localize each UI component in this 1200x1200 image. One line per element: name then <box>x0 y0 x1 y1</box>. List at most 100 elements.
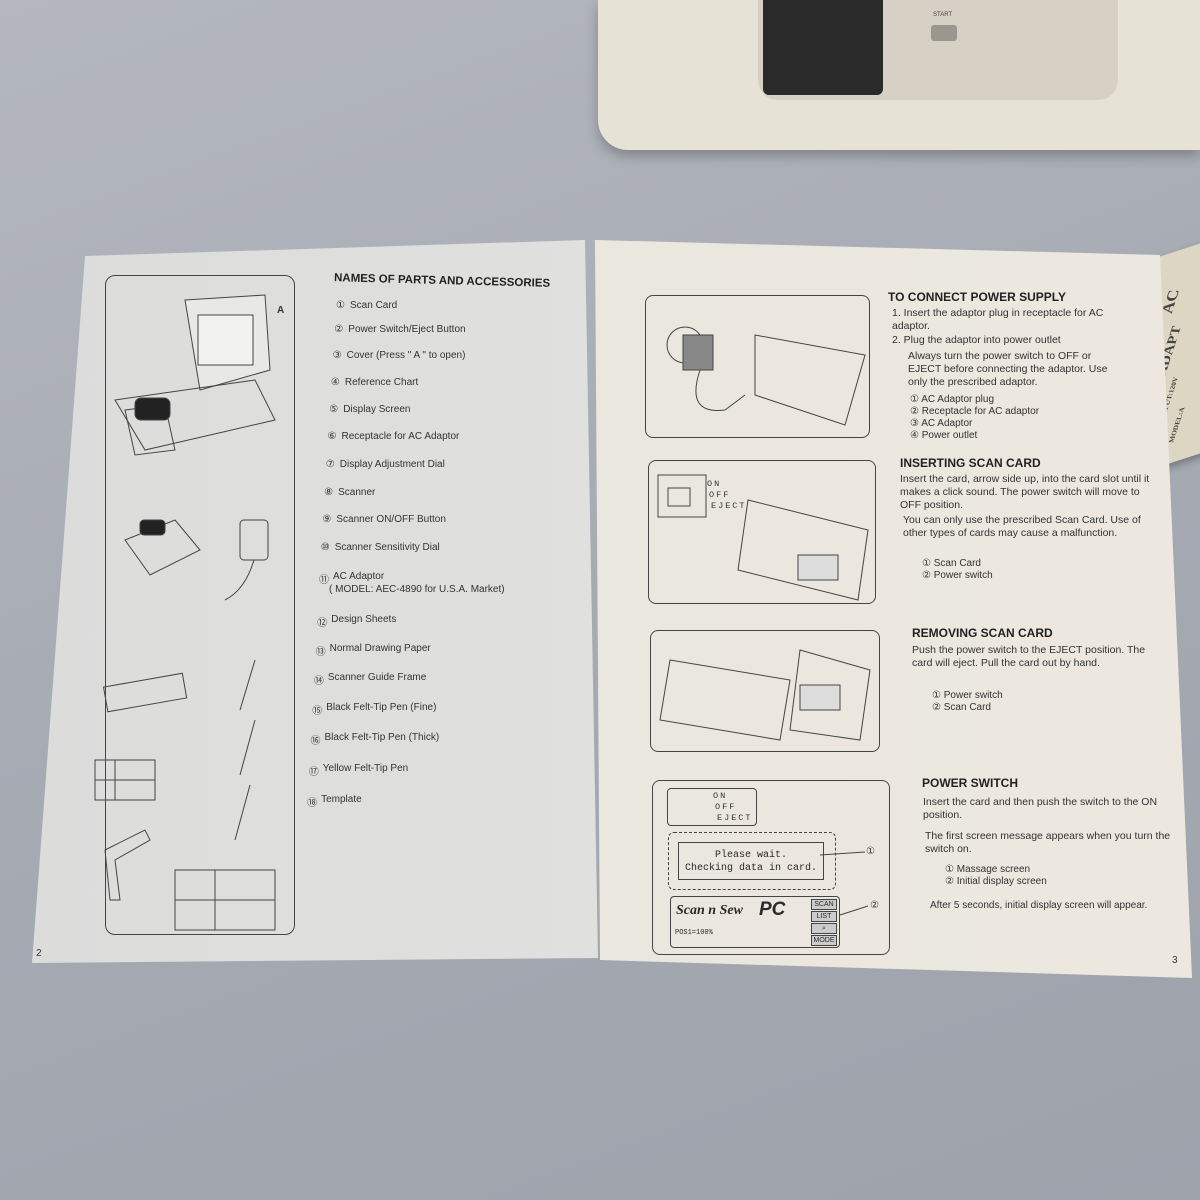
part-label: Design Sheets <box>331 614 397 625</box>
logo-text: Scan n Sew <box>676 903 743 918</box>
part-number: ⑱ <box>307 798 318 809</box>
part-number: ① <box>336 300 345 311</box>
part-number: ⑧ <box>324 487 334 498</box>
part-number: ⑭ <box>313 676 324 687</box>
part-label: Cover (Press " A " to open) <box>346 350 466 361</box>
section-title: INSERTING SCAN CARD <box>900 456 1041 470</box>
part-label: Template <box>321 794 362 805</box>
legend-item: ② Scan Card <box>932 702 991 713</box>
paragraph: Insert the card and then push the switch… <box>923 796 1158 821</box>
switch-label: EJECT <box>717 813 753 823</box>
scanner-device: START <box>598 0 1200 150</box>
start-label: START <box>933 12 953 18</box>
callout-2: ② <box>870 900 879 911</box>
part-number: ⑬ <box>315 647 326 658</box>
power-supply-diagram <box>645 295 870 438</box>
power-switch-diagram <box>652 780 890 955</box>
part-label: Display Screen <box>343 404 411 415</box>
menu-item[interactable]: ⌕ <box>811 923 837 934</box>
message-screen-outline <box>668 832 836 890</box>
part-label: Scanner Sensitivity Dial <box>334 542 440 553</box>
inserting-card-illustration <box>657 474 869 601</box>
power-supply-illustration <box>666 326 866 426</box>
page-number-left: 2 <box>36 948 42 959</box>
section-title: REMOVING SCAN CARD <box>912 626 1053 640</box>
note: Always turn the power switch to OFF or E… <box>908 350 1108 388</box>
legend-item: ③ AC Adaptor <box>910 418 973 429</box>
box-text: MODEL:A <box>1167 407 1187 443</box>
logo-pc: PC <box>759 899 786 920</box>
legend-item: ① Power switch <box>932 690 1003 701</box>
message-line: Checking data in card. <box>684 863 818 874</box>
callout-lines <box>819 851 869 916</box>
legend-item: ① Scan Card <box>922 558 981 569</box>
part-label: Scanner <box>338 487 376 498</box>
part-label: Display Adjustment Dial <box>339 459 445 470</box>
removing-card-diagram <box>650 630 880 752</box>
part-number: ⑫ <box>317 618 328 629</box>
switch-label: OFF <box>709 490 731 500</box>
section-title: POWER SWITCH <box>922 776 1018 790</box>
part-number: ⑤ <box>329 404 339 415</box>
part-number: ⑩ <box>320 542 330 553</box>
removing-card-illustration <box>659 649 871 741</box>
callout-1: ① <box>866 846 875 857</box>
part-label: Black Felt-Tip Pen (Fine) <box>326 702 437 713</box>
menu-item[interactable]: SCAN <box>811 899 837 910</box>
part-number: ③ <box>332 350 342 361</box>
menu-item[interactable]: MODE <box>811 935 837 946</box>
part-label: Black Felt-Tip Pen (Thick) <box>324 732 440 743</box>
message-line: Please wait. <box>714 850 787 861</box>
part-label: AC Adaptor <box>333 571 385 582</box>
part-number: ② <box>334 324 344 335</box>
menu-item[interactable]: LIST <box>811 911 837 922</box>
step-2: 2. Plug the adaptor into power outlet <box>892 334 1061 346</box>
pos-readout: POS1=100% <box>675 929 713 937</box>
legend-item: ② Receptacle for AC adaptor <box>910 406 1040 417</box>
message-screen: Please wait. Checking data in card. <box>678 842 824 880</box>
part-label: Normal Drawing Paper <box>329 643 431 654</box>
switch-label: ON <box>707 479 722 489</box>
label-a: A <box>277 305 285 316</box>
page-number-right: 3 <box>1172 955 1178 966</box>
part-number: ⑥ <box>327 431 337 442</box>
parts-illustration-frame <box>105 275 295 935</box>
part-number: ⑰ <box>308 767 319 778</box>
paragraph: You can only use the prescribed Scan Car… <box>903 514 1141 539</box>
inserting-card-diagram <box>648 460 876 604</box>
paragraph: The first screen message appears when yo… <box>925 830 1171 855</box>
part-label: Receptacle for AC Adaptor <box>341 431 460 442</box>
part-number: ⑦ <box>325 459 335 470</box>
legend-item: ④ Power outlet <box>910 430 978 441</box>
part-label: Scanner Guide Frame <box>327 672 427 683</box>
part-label: Scan Card <box>350 300 398 311</box>
box-text: AC <box>1159 289 1184 315</box>
switch-label: EJECT <box>711 501 747 511</box>
switch-box <box>667 788 757 826</box>
start-button[interactable] <box>931 25 957 41</box>
footer-note: After 5 seconds, initial display screen … <box>930 900 1148 911</box>
part-number: ⑪ <box>319 575 329 586</box>
part-number: ⑨ <box>322 514 332 525</box>
legend-item: ① AC Adaptor plug <box>910 394 995 405</box>
device-screen <box>763 0 883 95</box>
part-label: Yellow Felt-Tip Pen <box>322 763 409 774</box>
part-number: ⑯ <box>310 736 321 747</box>
section-title: TO CONNECT POWER SUPPLY <box>888 290 1067 304</box>
legend-item: ② Power switch <box>922 570 993 581</box>
switch-label: ON <box>713 791 728 801</box>
part-label: Reference Chart <box>344 377 419 388</box>
switch-label: OFF <box>715 802 737 812</box>
part-label: Scanner ON/OFF Button <box>336 514 446 525</box>
part-number: ⑮ <box>312 706 323 717</box>
part-sublabel: ( MODEL: AEC-4890 for U.S.A. Market) <box>329 584 505 595</box>
legend-item: ① Massage screen <box>945 864 1031 875</box>
parts-illustration <box>94 294 276 931</box>
part-label: Power Switch/Eject Button <box>348 324 466 335</box>
paragraph: Push the power switch to the EJECT posit… <box>912 644 1146 669</box>
legend-item: ② Initial display screen <box>945 876 1047 887</box>
part-number: ④ <box>330 377 340 388</box>
